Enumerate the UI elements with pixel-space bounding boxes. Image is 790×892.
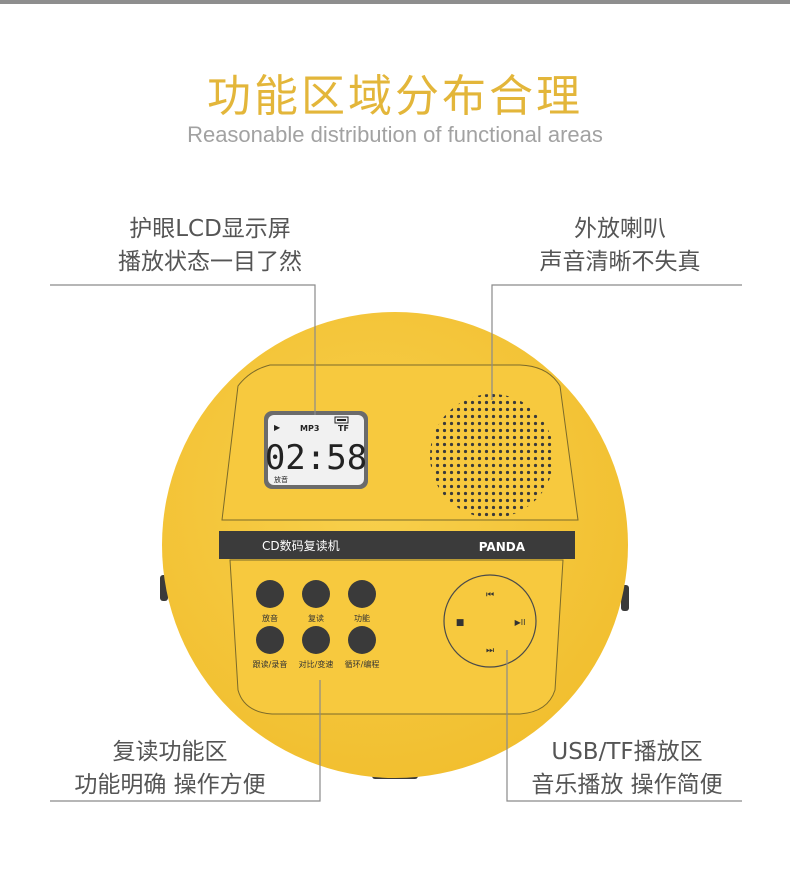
callout-speaker: 外放喇叭 声音清晰不失真 [470,213,770,279]
callout-lcd-line1: 护眼LCD显示屏 [129,216,291,242]
lcd-screen [268,415,364,485]
button-loop-program[interactable] [348,626,376,654]
callout-repeat-line2: 功能明确 操作方便 [74,772,266,798]
prev-icon[interactable]: ⏮ [486,590,494,600]
leader-usb [506,650,742,802]
page-subtitle: Reasonable distribution of functional ar… [187,122,603,147]
lcd-time: 02:58 [265,438,367,478]
stop-icon[interactable]: ■ [456,618,465,628]
button-label-function: 功能 [354,613,370,623]
button-play-audio[interactable] [256,580,284,608]
button-compare-speed[interactable] [302,626,330,654]
callout-leader-lines [50,284,742,802]
page-title: 功能区域分布合理 [207,71,583,122]
brand-logo: PANDA [479,540,526,554]
button-label-follow-record: 跟读/录音 [253,659,288,669]
callout-lcd-line2: 播放状态一目了然 [118,249,302,275]
callout-speaker-line1: 外放喇叭 [574,216,666,242]
repeat-function-buttons: 放音 复读 功能 跟读/录音 对比/变速 循环/编程 [253,580,380,669]
lcd-play-indicator: ▶ [274,423,281,432]
lcd-format: MP3 [300,424,319,433]
callout-usb-line2: 音乐播放 操作简便 [531,772,723,798]
speaker-grille [430,394,554,518]
button-label-play-audio: 放音 [262,613,278,623]
button-function[interactable] [348,580,376,608]
leader-repeat [50,680,321,802]
model-label: CD数码复读机 [262,538,340,553]
control-pad[interactable] [443,574,537,668]
button-repeat[interactable] [302,580,330,608]
callout-lcd: 护眼LCD显示屏 播放状态一目了然 [60,213,360,279]
next-icon[interactable]: ⏭ [486,646,494,656]
callout-speaker-line2: 声音清晰不失真 [539,249,701,275]
button-label-loop-program: 循环/编程 [345,659,380,669]
button-follow-record[interactable] [256,626,284,654]
leader-speaker [491,284,742,400]
callout-repeat: 复读功能区 功能明确 操作方便 [40,736,300,802]
callout-usb-line1: USB/TF播放区 [551,739,703,765]
callout-usb: USB/TF播放区 音乐播放 操作简便 [492,736,762,802]
top-divider [0,0,790,4]
lcd-source: TF [338,424,349,433]
button-label-repeat: 复读 [308,613,324,623]
brand-band [219,531,575,559]
callout-repeat-line1: 复读功能区 [112,739,228,765]
leader-lcd [50,284,316,415]
button-label-compare-speed: 对比/变速 [299,659,334,669]
lcd-status: 放音 [274,475,288,484]
battery-icon [334,416,349,424]
play-pause-icon[interactable]: ▶II [515,618,526,627]
